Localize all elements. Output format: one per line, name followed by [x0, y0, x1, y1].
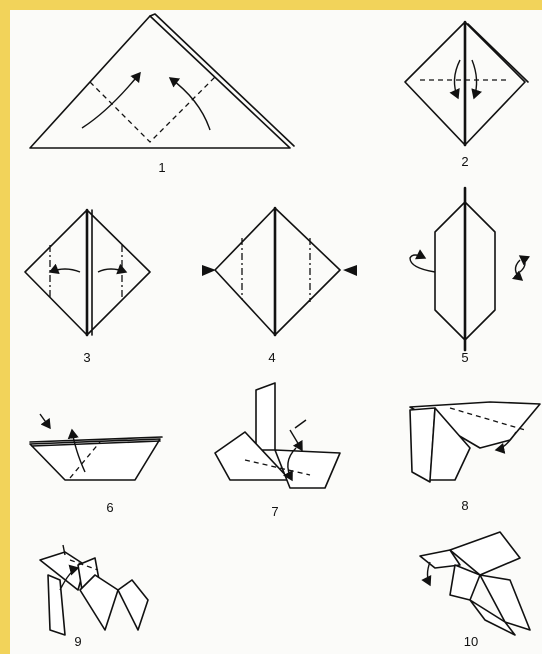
instruction-sheet: 1 2 3 4 5 — [10, 10, 542, 654]
step-4-number: 4 — [268, 350, 275, 365]
step-7-diagram: 7 — [215, 383, 340, 519]
step-2-diagram: 2 — [405, 22, 528, 169]
step-1-number: 1 — [158, 160, 165, 175]
step-9-diagram: 9 — [40, 545, 148, 649]
step-3-number: 3 — [83, 350, 90, 365]
step-6-number: 6 — [106, 500, 113, 515]
step-3-diagram: 3 — [25, 210, 150, 365]
origami-diagram: 1 2 3 4 5 — [10, 10, 542, 654]
step-4-diagram: 4 — [202, 208, 357, 365]
step-2-number: 2 — [461, 154, 468, 169]
step-8-number: 8 — [461, 498, 468, 513]
step-10-number: 10 — [464, 634, 478, 649]
step-8-diagram: 8 — [410, 402, 540, 513]
step-6-diagram: 6 — [30, 414, 162, 515]
step-5-number: 5 — [461, 350, 468, 365]
step-1-diagram: 1 — [30, 14, 294, 175]
step-7-number: 7 — [271, 504, 278, 519]
step-5-diagram: 5 — [410, 188, 525, 365]
step-9-number: 9 — [74, 634, 81, 649]
step-10-diagram: 10 — [420, 532, 530, 649]
